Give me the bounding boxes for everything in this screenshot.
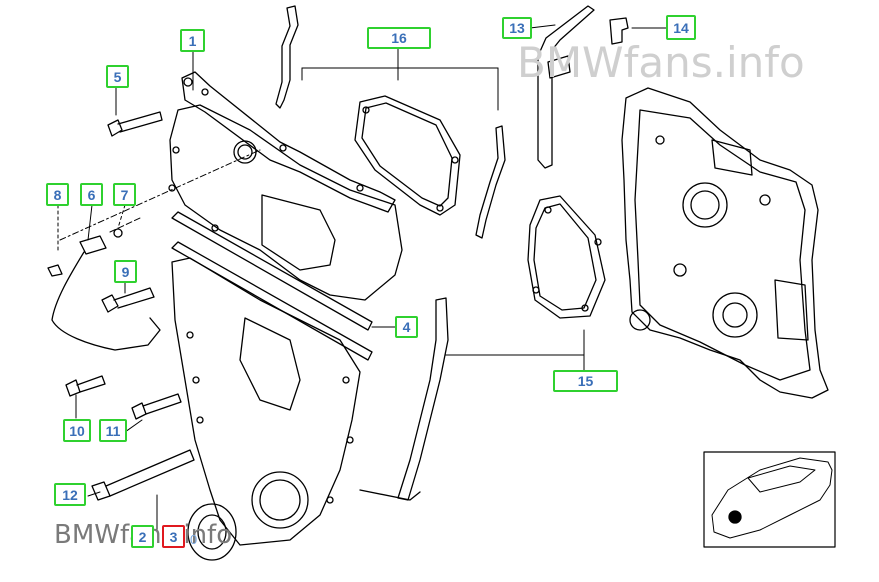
callout-3[interactable]: 3 bbox=[162, 525, 185, 548]
callout-9[interactable]: 9 bbox=[114, 260, 137, 283]
callout-10[interactable]: 10 bbox=[63, 419, 91, 442]
callout-14[interactable]: 14 bbox=[666, 15, 696, 40]
sensor-and-cable bbox=[51, 228, 161, 351]
callout-7[interactable]: 7 bbox=[113, 183, 136, 206]
clip bbox=[609, 17, 629, 45]
callout-5[interactable]: 5 bbox=[106, 65, 129, 88]
callout-6[interactable]: 6 bbox=[80, 183, 103, 206]
watermark-top: BMWfans.info bbox=[517, 38, 805, 87]
callout-15[interactable]: 15 bbox=[553, 370, 618, 392]
cover-gasket-strip bbox=[171, 211, 373, 361]
seal-ring bbox=[187, 503, 237, 561]
callout-12[interactable]: 12 bbox=[54, 483, 86, 506]
upper-timing-cover-gasket bbox=[181, 71, 396, 213]
callout-13[interactable]: 13 bbox=[502, 17, 532, 39]
engine-block bbox=[621, 87, 829, 399]
callout-2[interactable]: 2 bbox=[131, 525, 154, 548]
leader-lines bbox=[57, 24, 667, 531]
bolts bbox=[47, 111, 195, 501]
gasket-strips bbox=[275, 5, 506, 501]
lower-timing-cover bbox=[171, 257, 361, 546]
callout-4[interactable]: 4 bbox=[395, 316, 418, 338]
gasket-16 bbox=[354, 95, 461, 216]
callout-16[interactable]: 16 bbox=[367, 27, 431, 49]
callout-8[interactable]: 8 bbox=[46, 183, 69, 206]
callout-11[interactable]: 11 bbox=[99, 419, 127, 442]
hover-label: 0 bbox=[190, 532, 198, 547]
guide-rail bbox=[537, 5, 595, 169]
upper-timing-cover bbox=[168, 104, 403, 301]
gasket-15 bbox=[527, 195, 606, 319]
car-inset bbox=[703, 451, 836, 548]
callout-1[interactable]: 1 bbox=[180, 29, 205, 52]
